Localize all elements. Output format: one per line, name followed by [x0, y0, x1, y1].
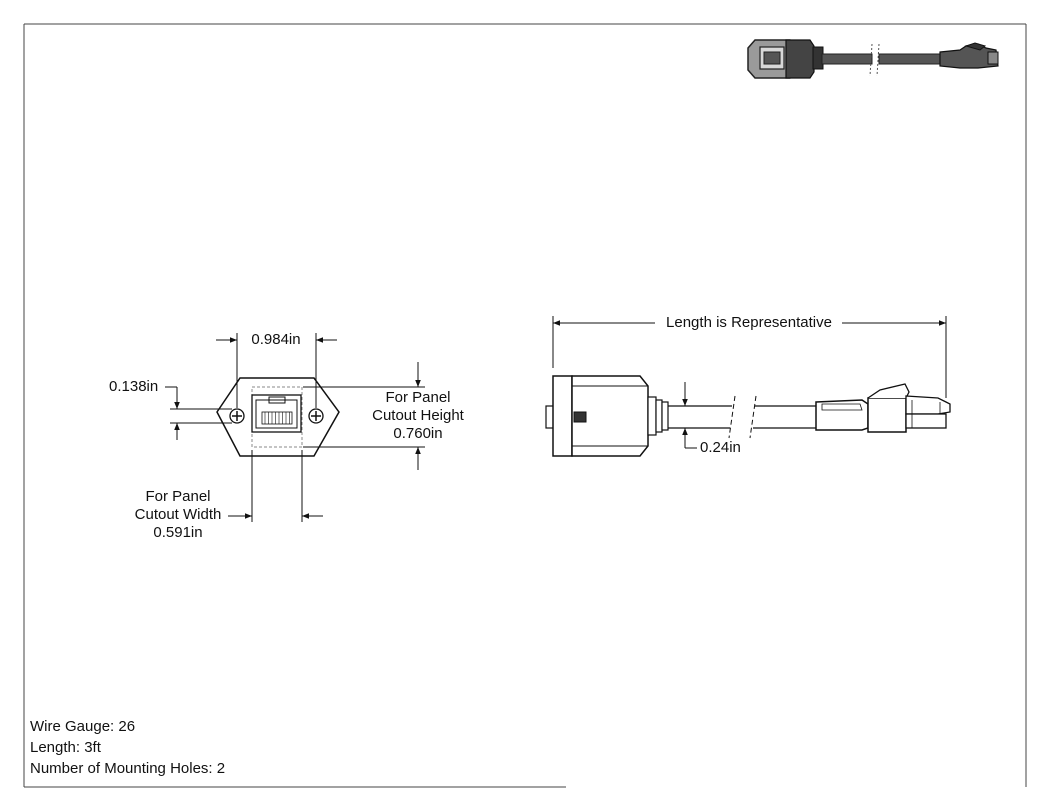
- mounting-holes-spec: Number of Mounting Holes: 2: [30, 760, 226, 777]
- cutout-width-line1: For Panel: [145, 488, 211, 505]
- length-spec: Length: 3ft: [30, 739, 101, 756]
- cutout-height-label: For Panel Cutout Height 0.760in: [364, 389, 472, 443]
- cutout-height-line1: For Panel: [385, 389, 451, 406]
- side-view-dimension-lines: [552, 316, 947, 449]
- hole-diameter-label: 0.138in: [109, 378, 159, 395]
- mounting-screw-left: [229, 408, 245, 424]
- front-view-dimension-lines: [165, 333, 425, 522]
- sheet-frame: [23, 23, 1027, 788]
- panel-front-view: [216, 377, 340, 457]
- cable-diameter-label: 0.24in: [700, 439, 741, 456]
- cable-side-view: [545, 375, 951, 457]
- cutout-width-line2: Cutout Width: [134, 506, 222, 523]
- hole-spacing-label: 0.984in: [251, 331, 301, 348]
- cutout-height-line2: Cutout Height: [372, 407, 464, 424]
- thumbnail-cable-render: [747, 39, 999, 79]
- wire-gauge-spec: Wire Gauge: 26: [30, 718, 136, 735]
- cutout-width-label: For Panel Cutout Width 0.591in: [124, 488, 232, 542]
- cable-length-label: Length is Representative: [656, 314, 842, 332]
- cutout-width-value: 0.591in: [153, 524, 203, 541]
- spec-list: Wire Gauge: 26 Length: 3ft Number of Mou…: [30, 716, 225, 779]
- cutout-height-value: 0.760in: [393, 425, 443, 442]
- mounting-screw-right: [308, 408, 324, 424]
